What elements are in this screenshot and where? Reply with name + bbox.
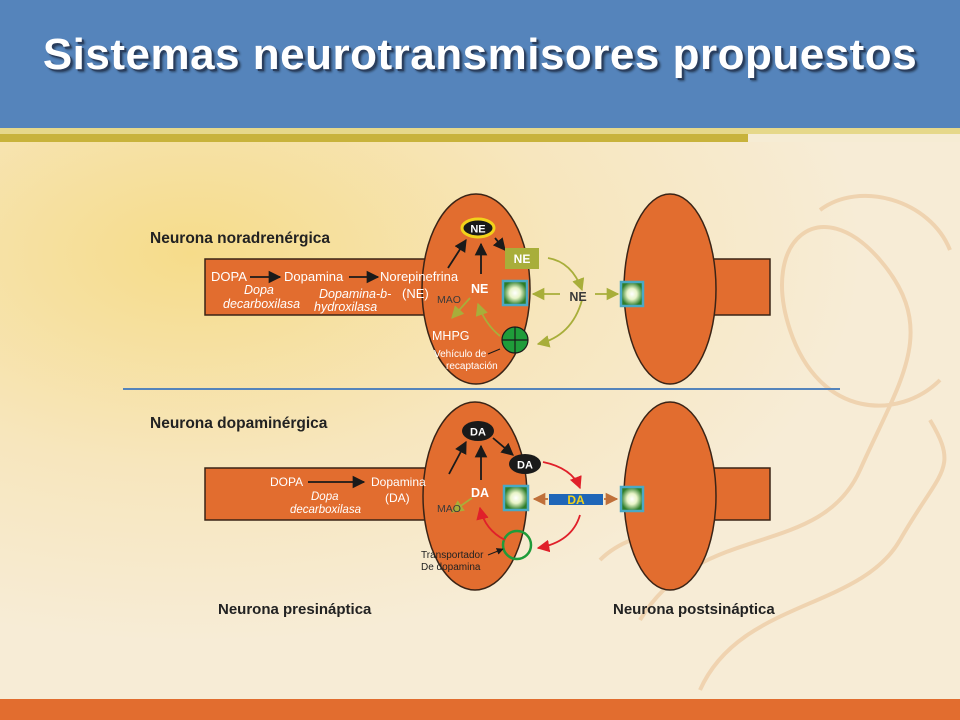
da-released-label: DA (517, 460, 533, 472)
da-paren-text: (DA) (385, 491, 410, 505)
footer-bar (0, 699, 960, 720)
ne-intracellular-label: NE (471, 282, 488, 296)
ne-transporter-line2: recaptación (446, 361, 498, 372)
ne-norepinefrina-text: Norepinefrina (380, 269, 459, 284)
da-dopa-text: DOPA (270, 475, 303, 489)
ne-vesicle (460, 217, 496, 239)
da-mao-label: MAO (437, 503, 461, 515)
ne-dopa-text: DOPA (211, 269, 247, 284)
da-vesicle (462, 421, 494, 441)
header-stripe-light (0, 128, 960, 134)
da-intracellular-label: DA (471, 486, 489, 500)
ne-released-label: NE (514, 252, 531, 266)
ne-synaptic-label: NE (569, 290, 586, 304)
ne-dopamina-text: Dopamina (284, 269, 344, 284)
ne-mao-label: MAO (437, 294, 461, 306)
ne-paren-text: (NE) (402, 286, 429, 301)
da-synaptic-bar (549, 494, 603, 505)
ne-vesicle-label: NE (470, 224, 485, 236)
ne-enzyme1-line2: decarboxilasa (223, 297, 300, 311)
dopaminergic-label: Neurona dopaminérgica (150, 415, 328, 432)
ne-released-box (505, 248, 539, 269)
da-synaptic-label: DA (567, 493, 585, 507)
slide-title: Sistemas neurotransmisores propuestos (42, 30, 918, 79)
ne-postsynaptic-receptor (619, 280, 645, 308)
da-postsynaptic-neuron (623, 401, 771, 591)
postsynaptic-label: Neurona postsináptica (613, 601, 775, 618)
da-enzyme-line1: Dopa (311, 491, 339, 503)
dopaminergic-section: Neurona dopaminérgica DOPA Dopamina (DA)… (150, 401, 771, 591)
ne-mhpg-label: MHPG (432, 329, 470, 343)
da-presynaptic-receptor (502, 484, 530, 512)
da-dopamina-text: Dopamina (371, 475, 426, 489)
ne-enzyme2-line1: Dopamina-b- (319, 287, 391, 301)
noradrenergic-section: Neurona noradrenérgica DOPA Dopamina Nor… (150, 193, 771, 385)
da-released (509, 454, 541, 474)
ne-enzyme1-line1: Dopa (244, 283, 274, 297)
decorative-swirls (598, 194, 952, 691)
da-enzyme-line2: decarboxilasa (290, 504, 361, 516)
da-vesicle-label: DA (470, 427, 486, 439)
da-transporter-line1: Transportador (421, 550, 484, 561)
header-banner: Sistemas neurotransmisores propuestos (0, 0, 960, 128)
noradrenergic-label: Neurona noradrenérgica (150, 230, 330, 247)
ne-transporter-line1: Vehículo de (434, 349, 487, 360)
presynaptic-label: Neurona presináptica (218, 601, 372, 618)
header-stripe-olive (0, 134, 748, 142)
da-transporter-line2: De dopamina (421, 562, 481, 573)
ne-enzyme2-line2: hydroxilasa (314, 300, 377, 314)
da-postsynaptic-receptor (619, 485, 645, 513)
ne-presynaptic-receptor (501, 279, 529, 307)
neurotransmitter-diagram: Neurona noradrenérgica DOPA Dopamina Nor… (0, 142, 960, 699)
da-dopamine-transporter (501, 529, 533, 561)
